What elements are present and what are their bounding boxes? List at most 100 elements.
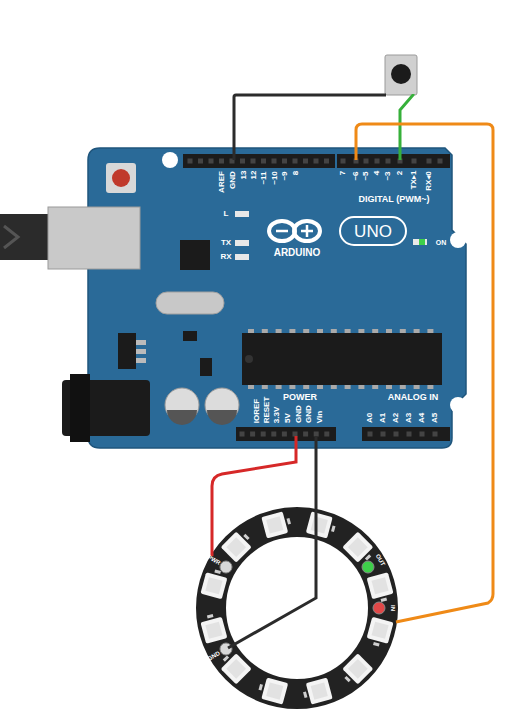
pixel-led: [342, 532, 377, 567]
header-pin: [293, 432, 298, 437]
header-pin: [438, 159, 443, 164]
header-title: ANALOG IN: [388, 393, 439, 402]
header-pin: [314, 432, 319, 437]
pin-label: 2: [396, 171, 404, 175]
pin-label: ~9: [281, 171, 289, 180]
pin-label: A4: [418, 413, 426, 423]
pushbutton: [385, 55, 417, 95]
chip-pin: [303, 329, 309, 333]
pin-label: ~5: [362, 171, 370, 180]
pin-label: A5: [431, 413, 439, 423]
pixel-led: [365, 617, 393, 649]
led: [413, 239, 427, 245]
pin-header: [236, 427, 336, 441]
header-pin: [381, 432, 386, 437]
chip-pin: [372, 385, 378, 389]
header-pin: [420, 432, 425, 437]
pixel-led: [339, 653, 374, 688]
pixel-led: [199, 612, 227, 644]
pin-label: ~11: [260, 171, 268, 184]
header-pin: [293, 159, 298, 164]
header-pin: [368, 432, 373, 437]
header-pin: [209, 159, 214, 164]
pin-label: 8: [292, 171, 300, 175]
pin-label: 5V: [284, 413, 292, 423]
mounting-hole: [450, 397, 466, 413]
small-chip: [200, 358, 212, 376]
chip-pin: [248, 385, 254, 389]
chip-pin: [386, 385, 392, 389]
pin-label: A2: [392, 413, 400, 423]
pin-header: [362, 427, 450, 441]
chip-pin: [317, 385, 323, 389]
header-title: DIGITAL (PWM~): [359, 195, 430, 204]
header-pin: [364, 159, 369, 164]
pin-label: AREF: [218, 171, 226, 193]
pin-label: ~6: [352, 171, 360, 180]
chip-pin: [248, 329, 254, 333]
header-pin: [188, 159, 193, 164]
header-pin: [303, 432, 308, 437]
header-pin: [303, 159, 308, 164]
pin-label: RESET: [263, 396, 271, 423]
header-pin: [427, 159, 432, 164]
usb-cable: [0, 214, 50, 260]
ring-pad: [362, 561, 374, 573]
led-label: L: [224, 210, 229, 218]
mounting-hole: [450, 232, 466, 248]
capacitor: [207, 410, 237, 425]
chip-pin: [345, 329, 351, 333]
pin-label: 13: [240, 171, 248, 180]
pixel-led: [306, 511, 338, 539]
pixel-led: [221, 528, 256, 563]
usb-cable-mark: [4, 226, 18, 248]
header-pin: [251, 159, 256, 164]
arduino-logo: [276, 225, 313, 237]
wire-data: [356, 124, 493, 622]
reset-button-cap: [112, 169, 130, 187]
pin-label: RX◂0: [425, 171, 433, 191]
regulator-pin: [136, 358, 146, 363]
header-pin: [386, 159, 391, 164]
chip-pin: [317, 329, 323, 333]
chip-pin: [303, 385, 309, 389]
pixel-led: [367, 572, 395, 604]
header-pins: [188, 159, 443, 437]
led-label: ON: [436, 239, 447, 246]
header-pin: [198, 159, 203, 164]
brand-name: ARDUINO: [274, 248, 321, 258]
ring-pad-label: IN: [390, 605, 396, 611]
header-pin: [272, 159, 277, 164]
chip-pin: [345, 385, 351, 389]
wire-ring-gnd: [228, 436, 316, 648]
ring-pad: [373, 602, 385, 614]
chip-pin: [400, 385, 406, 389]
mounting-hole: [162, 152, 178, 168]
pin-label: GND: [305, 405, 313, 423]
chip-pin: [358, 329, 364, 333]
wire-5v: [212, 436, 296, 556]
pin-label: IOREF: [253, 399, 261, 423]
pushbutton-cap: [391, 64, 411, 84]
chip-pin: [358, 385, 364, 389]
chip-pin: [262, 385, 268, 389]
pin-label: GND: [229, 171, 237, 189]
header-pin: [341, 159, 346, 164]
pin-label: TX▸1: [410, 171, 418, 190]
microcontroller: [242, 333, 442, 385]
wire-gnd: [234, 95, 386, 160]
chip-pin: [289, 329, 295, 333]
small-chip: [183, 331, 197, 341]
voltage-regulator: [118, 333, 136, 369]
pin-label: A1: [379, 413, 387, 423]
header-pin: [407, 432, 412, 437]
header-pin: [261, 159, 266, 164]
header-pin: [282, 432, 287, 437]
usb-connector: [48, 207, 140, 269]
chip-pin: [331, 329, 337, 333]
header-pin: [240, 159, 245, 164]
chip-notch: [245, 355, 253, 363]
wire-signal-button: [400, 94, 413, 160]
header-pin: [314, 159, 319, 164]
